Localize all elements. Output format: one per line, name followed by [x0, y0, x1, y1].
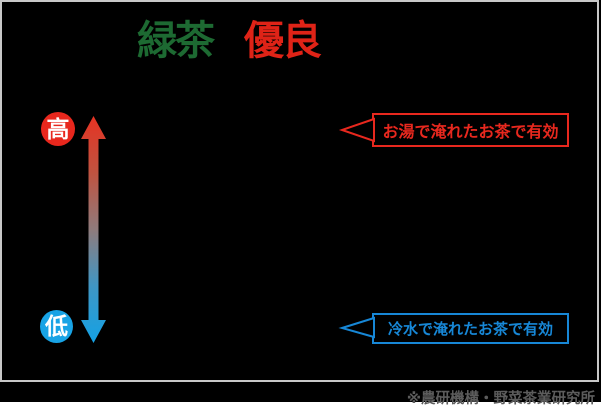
title-red-text: 優良 [244, 17, 322, 64]
gradient-scale-arrow-icon [80, 116, 107, 343]
hot-water-callout: お湯で淹れたお茶で有効 [372, 113, 569, 147]
figure-title: 緑茶 優良 [137, 17, 322, 64]
double-arrow-shape [81, 116, 106, 343]
high-badge-label: 高 [46, 115, 70, 143]
bottom-white-margin [0, 402, 601, 414]
source-attribution: ※農研機構・野菜茶業研究所 [406, 391, 595, 407]
title-green-text: 緑茶 [137, 17, 215, 64]
cold-water-callout: 冷水で淹れたお茶で有効 [372, 313, 569, 344]
hot-water-callout-label: お湯で淹れたお茶で有効 [382, 122, 559, 141]
cold-water-callout-label: 冷水で淹れたお茶で有効 [387, 320, 553, 338]
low-badge-label: 低 [45, 313, 68, 340]
figure-frame [0, 0, 599, 382]
low-badge: 低 [40, 310, 73, 343]
high-badge: 高 [41, 112, 75, 146]
